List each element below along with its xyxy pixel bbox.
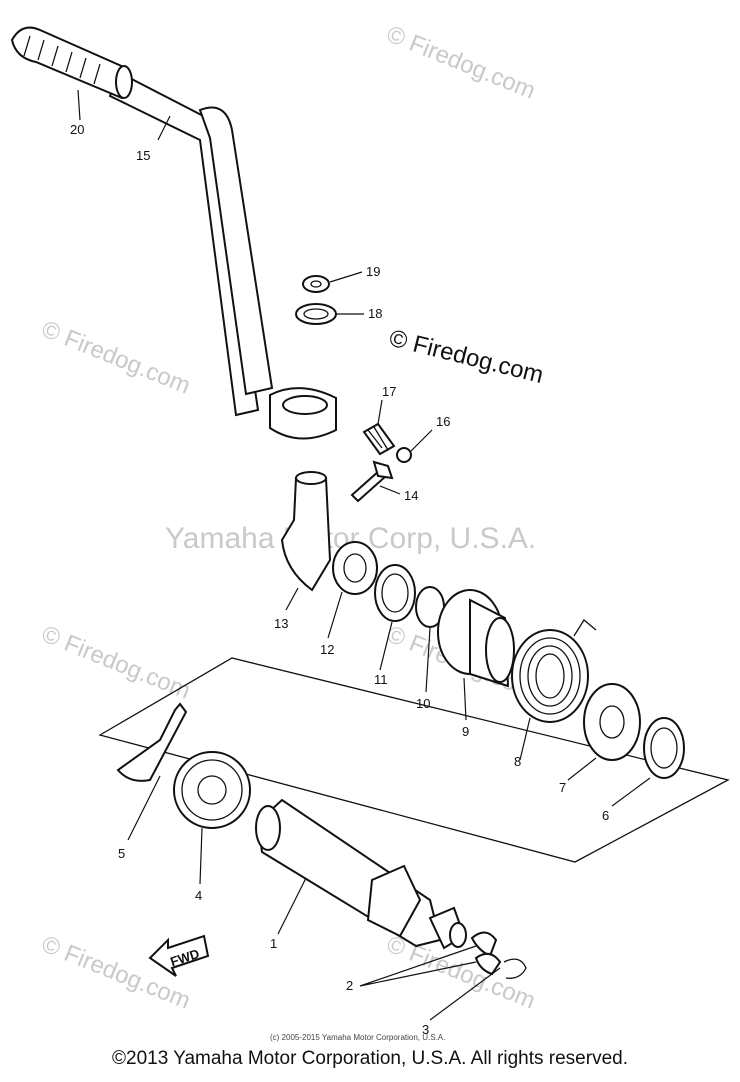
callout-1: 1 bbox=[270, 936, 277, 951]
callout-4: 4 bbox=[195, 888, 202, 903]
watermark-firedog: © Firedog.com bbox=[38, 621, 194, 705]
washer-7 bbox=[583, 683, 641, 761]
leader-lines bbox=[77, 89, 651, 1021]
callout-2: 2 bbox=[346, 978, 353, 993]
small-copyright: (c) 2005-2015 Yamaha Motor Corporation, … bbox=[270, 1033, 445, 1042]
gear-4 bbox=[173, 751, 251, 829]
callout-12: 12 bbox=[320, 642, 334, 657]
callout-11: 11 bbox=[374, 672, 388, 687]
bolt-14 bbox=[350, 460, 394, 503]
callout-17: 17 bbox=[382, 384, 396, 399]
callout-3: 3 bbox=[422, 1022, 429, 1037]
fwd-arrow: FWD bbox=[148, 934, 210, 977]
callout-14: 14 bbox=[404, 488, 418, 503]
spring-guide-9 bbox=[437, 589, 515, 688]
circlip-19 bbox=[302, 275, 330, 293]
watermark-firedog: © Firedog.com bbox=[38, 316, 194, 400]
assembly-outline bbox=[98, 657, 730, 863]
oil-seal-12 bbox=[332, 541, 378, 595]
torsion-spring-8 bbox=[511, 619, 597, 723]
circlip-3 bbox=[503, 958, 527, 979]
callout-18: 18 bbox=[368, 306, 382, 321]
callout-9: 9 bbox=[462, 724, 469, 739]
callout-20: 20 bbox=[70, 122, 84, 137]
callout-numbers: 1 2 3 4 5 6 7 8 9 10 11 12 13 14 15 16 1… bbox=[70, 122, 609, 1037]
ball-16 bbox=[396, 447, 412, 463]
callout-5: 5 bbox=[118, 846, 125, 861]
washer-18 bbox=[295, 303, 337, 325]
kick-grip bbox=[10, 26, 133, 100]
callout-19: 19 bbox=[366, 264, 380, 279]
washer-11 bbox=[374, 564, 416, 622]
watermark-firedog: © Firedog.com bbox=[383, 21, 539, 105]
circlips-2 bbox=[470, 931, 502, 976]
callout-10: 10 bbox=[416, 696, 430, 711]
spring-17 bbox=[362, 422, 396, 456]
callout-6: 6 bbox=[602, 808, 609, 823]
watermark-firedog-center: © Firedog.com bbox=[387, 325, 547, 389]
callout-16: 16 bbox=[436, 414, 450, 429]
kick-lever bbox=[108, 70, 337, 440]
callout-8: 8 bbox=[514, 754, 521, 769]
kick-axle-1 bbox=[255, 798, 467, 950]
callout-13: 13 bbox=[274, 616, 288, 631]
kick-boss-13 bbox=[280, 471, 332, 592]
copyright-footer: ©2013 Yamaha Motor Corporation, U.S.A. A… bbox=[112, 1048, 628, 1069]
callout-7: 7 bbox=[559, 780, 566, 795]
ring-6 bbox=[643, 717, 685, 779]
callout-15: 15 bbox=[136, 148, 150, 163]
clip-5 bbox=[116, 702, 188, 782]
